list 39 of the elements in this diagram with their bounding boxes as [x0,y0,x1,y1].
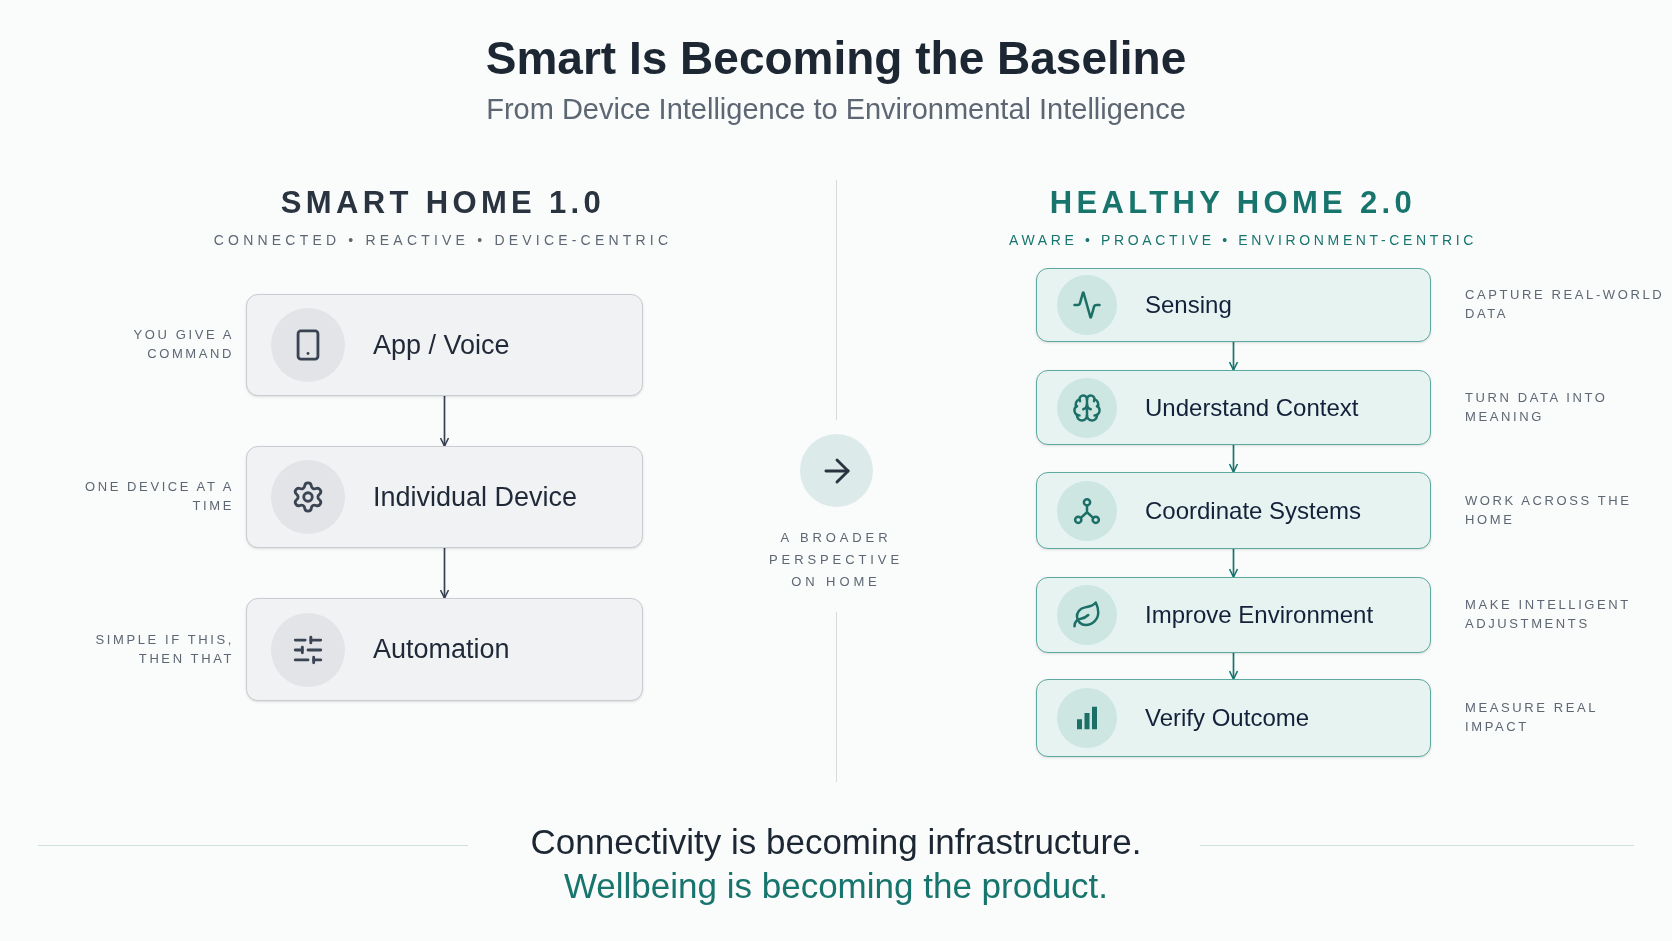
step-note: MAKE INTELLIGENT ADJUSTMENTS [1465,596,1632,633]
step-label: Coordinate Systems [1145,495,1362,526]
step-label: Improve Environment [1145,600,1374,630]
step-note: WORK ACROSS THE HOME [1465,491,1633,529]
step-note: YOU GIVE A COMMAND [132,326,234,363]
column-subheading: CONNECTED • REACTIVE • DEVICE-CENTRIC [212,231,674,250]
transition-note: A BROADER PERSPECTIVE ON HOME [768,529,904,591]
closing-statement: Connectivity is becoming infrastructure. [530,821,1142,863]
arrow [1228,341,1239,371]
column-heading: SMART HOME 1.0 [279,184,607,222]
step-box [1036,268,1431,342]
step-label: Verify Outcome [1145,703,1310,733]
arrow [1228,548,1239,578]
step-box [1036,577,1431,653]
arrow [439,547,450,599]
step-label: Sensing [1145,290,1232,320]
step-box [246,598,643,701]
closing-statement: Wellbeing is becoming the product. [563,865,1109,907]
step-label: Understand Context [1145,392,1359,423]
step-label: Automation [373,633,510,667]
column-heading: HEALTHY HOME 2.0 [1048,184,1418,222]
step-box [1036,679,1431,757]
step-note: TURN DATA INTO MEANING [1465,388,1609,426]
step-box [246,294,643,396]
step-note: MEASURE REAL IMPACT [1465,699,1599,736]
arrow [1228,652,1239,680]
step-note: ONE DEVICE AT A TIME [83,478,234,515]
step-box [1036,472,1431,549]
step-note: CAPTURE REAL-WORLD DATA [1465,286,1665,323]
column-subheading: AWARE • PROACTIVE • ENVIRONMENT-CENTRIC [1007,231,1479,250]
step-label: Individual Device [373,480,578,514]
step-box [1036,370,1431,445]
step-note: SIMPLE IF THIS, THEN THAT [94,630,234,668]
arrow [439,395,450,447]
arrow [1228,444,1239,473]
subtitle: From Device Intelligence to Environmental Intelligence [486,92,1186,127]
step-box [246,446,643,548]
step-label: App / Voice [373,328,510,362]
title: Smart Is Becoming the Baseline [485,31,1187,86]
